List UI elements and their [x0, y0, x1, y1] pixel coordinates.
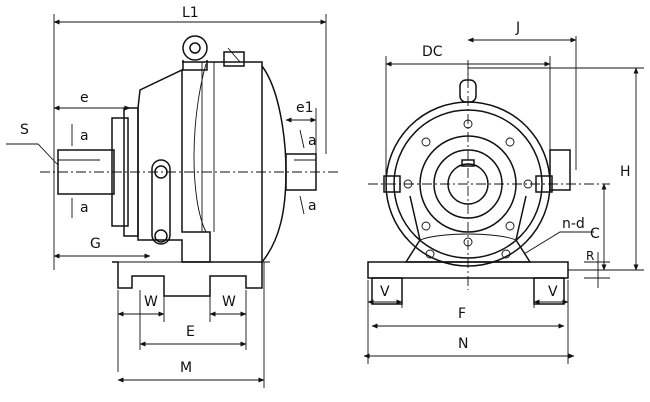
label-DC: DC	[422, 44, 443, 60]
label-F: F	[458, 306, 466, 322]
label-e1: e1	[296, 100, 314, 116]
bolt-slot	[151, 159, 171, 245]
label-J: J	[515, 20, 520, 36]
housing-left	[137, 68, 211, 263]
label-G: G	[90, 236, 101, 252]
label-W-left: W	[144, 294, 158, 310]
input-shaft	[57, 149, 115, 195]
label-L1: L1	[182, 5, 199, 21]
label-a-top: a	[80, 128, 89, 144]
label-W-right: W	[222, 294, 236, 310]
side-base	[112, 261, 263, 297]
lifting-eye	[182, 35, 208, 61]
label-n-d: n-d	[562, 216, 585, 232]
front-view: J DC H C R n-d V V F N	[363, 20, 644, 364]
bolt-holes	[403, 119, 533, 247]
side-view: L1 e S a a G W W E M e1 a	[6, 5, 340, 388]
output-bore	[447, 163, 489, 205]
label-V-right: V	[548, 284, 558, 300]
leader-S	[6, 143, 59, 166]
label-C: C	[590, 226, 600, 242]
input-flange	[111, 117, 129, 227]
label-a-right-bottom: a	[308, 198, 317, 214]
label-e: e	[80, 90, 89, 106]
label-N: N	[458, 336, 468, 352]
bearing-cover	[419, 135, 517, 233]
output-shaft	[285, 153, 317, 191]
label-a-bottom: a	[80, 200, 89, 216]
label-E: E	[186, 324, 195, 340]
label-H: H	[620, 164, 631, 180]
label-V-left: V	[380, 284, 390, 300]
label-M: M	[180, 360, 192, 376]
label-S: S	[20, 122, 29, 138]
vent-plug	[223, 51, 245, 67]
housing-end-cover	[261, 65, 287, 263]
label-a-right-top: a	[308, 133, 317, 149]
leader-n-d	[523, 231, 594, 255]
label-R: R	[586, 249, 594, 263]
